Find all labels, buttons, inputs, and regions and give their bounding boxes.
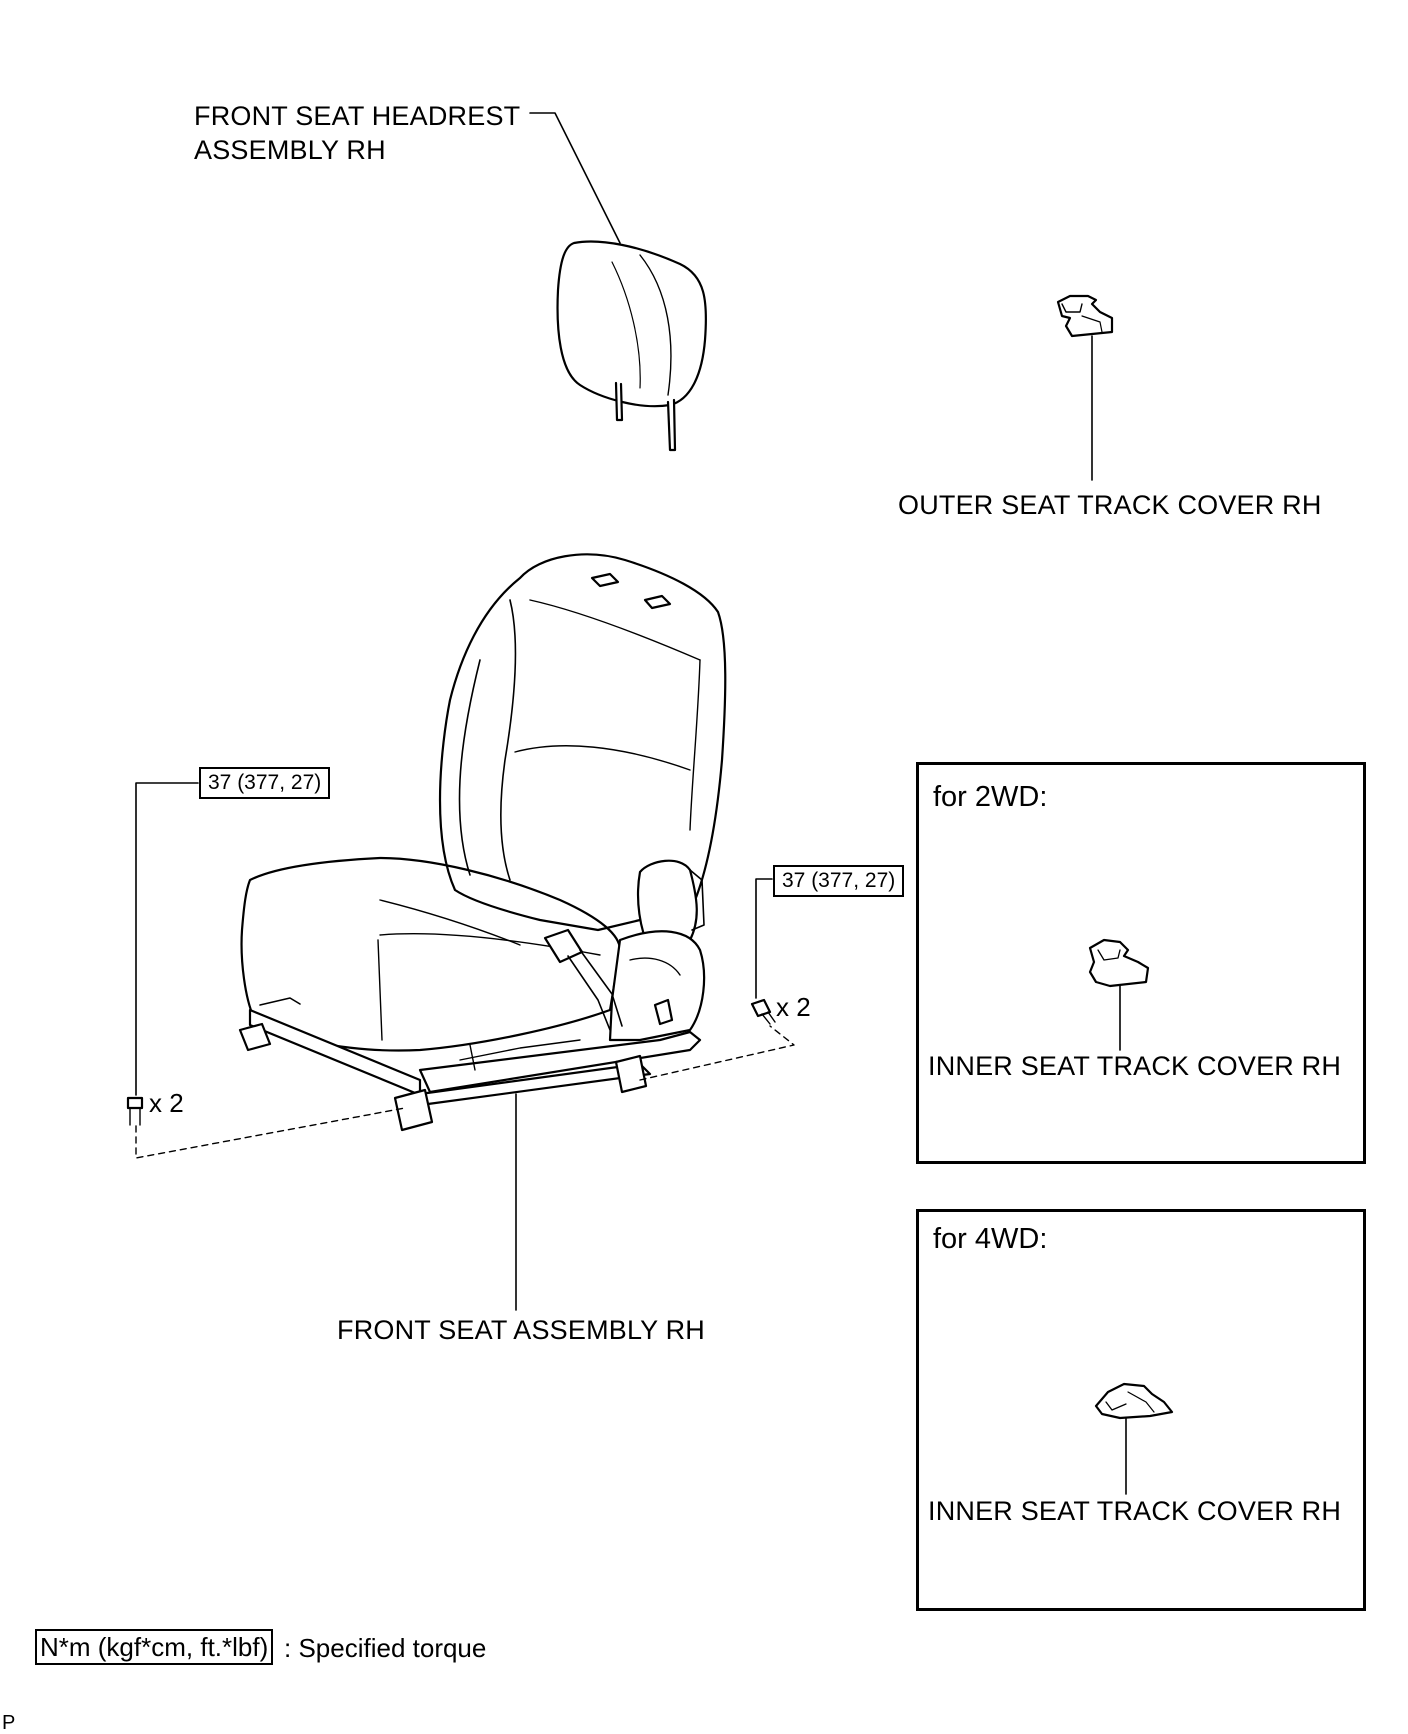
headrest-label-line1: FRONT SEAT HEADREST	[194, 101, 521, 131]
inner-cover-2wd-drawing	[1088, 938, 1150, 988]
legend-unit-box: N*m (kgf*cm, ft.*lbf)	[35, 1629, 274, 1665]
left-bolt-drawing	[126, 1096, 144, 1126]
torque-callout-left: 37 (377, 27)	[199, 767, 331, 799]
legend-description: : Specified torque	[284, 1633, 487, 1663]
torque-callout-right: 37 (377, 27)	[773, 865, 905, 897]
inner-cover-4wd-drawing	[1094, 1382, 1174, 1420]
front-seat-label: FRONT SEAT ASSEMBLY RH	[337, 1315, 706, 1345]
variant-box-2wd	[916, 762, 1366, 1164]
outer-cover-drawing	[1056, 294, 1114, 338]
front-seat-drawing	[238, 553, 727, 1132]
inner-cover-2wd-label: INNER SEAT TRACK COVER RH	[928, 1051, 1342, 1081]
variant-4wd-title: for 4WD:	[933, 1223, 1048, 1255]
inner-cover-4wd-label: INNER SEAT TRACK COVER RH	[928, 1496, 1342, 1526]
right-bolt-drawing	[750, 998, 776, 1025]
corner-mark: P	[2, 1712, 16, 1734]
outer-cover-label: OUTER SEAT TRACK COVER RH	[898, 490, 1322, 520]
variant-box-4wd	[916, 1209, 1366, 1611]
bolt-quantity-left: x 2	[149, 1088, 184, 1118]
headrest-drawing	[556, 240, 708, 452]
headrest-label-line2: ASSEMBLY RH	[194, 135, 386, 165]
bolt-quantity-right: x 2	[776, 992, 811, 1022]
variant-2wd-title: for 2WD:	[933, 781, 1048, 813]
